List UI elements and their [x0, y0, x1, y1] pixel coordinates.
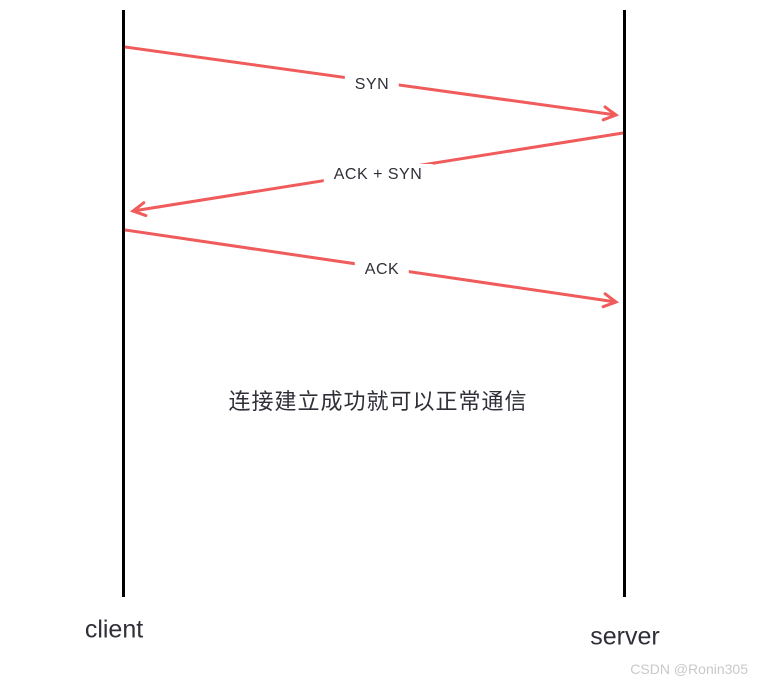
- server-label: server: [590, 622, 660, 651]
- message-label-ack: ACK: [354, 259, 410, 281]
- watermark: CSDN @Ronin305: [630, 661, 748, 677]
- note-text: 连接建立成功就可以正常通信: [228, 389, 528, 414]
- client-label: client: [84, 615, 144, 644]
- message-label-ack-syn: ACK + SYN: [323, 164, 433, 186]
- message-label-syn: SYN: [344, 74, 400, 96]
